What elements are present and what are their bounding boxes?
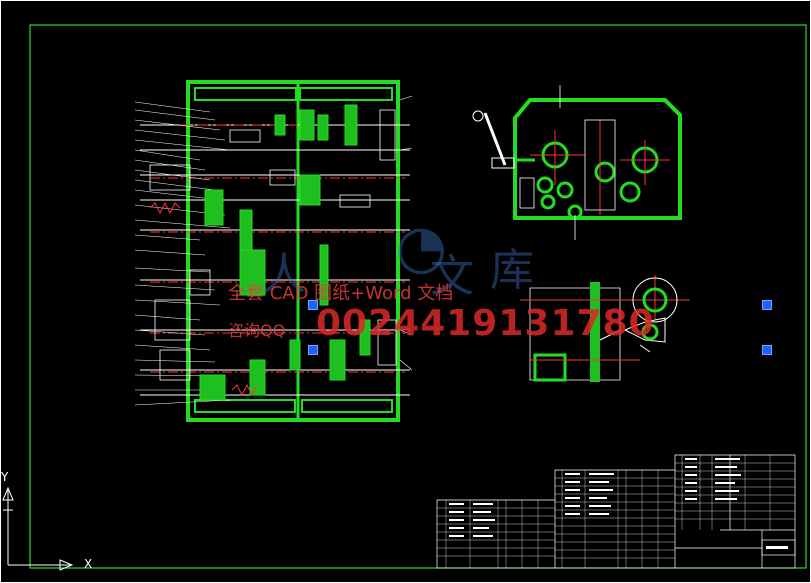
title-block-grid: [437, 455, 795, 568]
leader-lines: [134, 95, 413, 406]
cross-section-view[interactable]: [472, 85, 682, 240]
grip-handle-right-top[interactable]: [762, 300, 772, 310]
grip-handle-left-top[interactable]: [308, 300, 318, 310]
title-block-text: [449, 458, 788, 549]
detail-view[interactable]: [520, 275, 690, 382]
drawing-border: [29, 24, 807, 569]
bearings: [149, 109, 397, 381]
gearbox-section-view[interactable]: [134, 80, 413, 422]
section-gears: [536, 141, 659, 220]
gears: [199, 104, 371, 401]
ucs-y-label: Y: [1, 470, 9, 484]
grip-handle-left-bottom[interactable]: [308, 345, 318, 355]
grip-handle-right-bottom[interactable]: [762, 345, 772, 355]
spring: [149, 201, 181, 215]
ucs-icon: [2, 486, 74, 571]
ucs-x-label: X: [84, 557, 93, 571]
title-block[interactable]: [436, 454, 796, 569]
